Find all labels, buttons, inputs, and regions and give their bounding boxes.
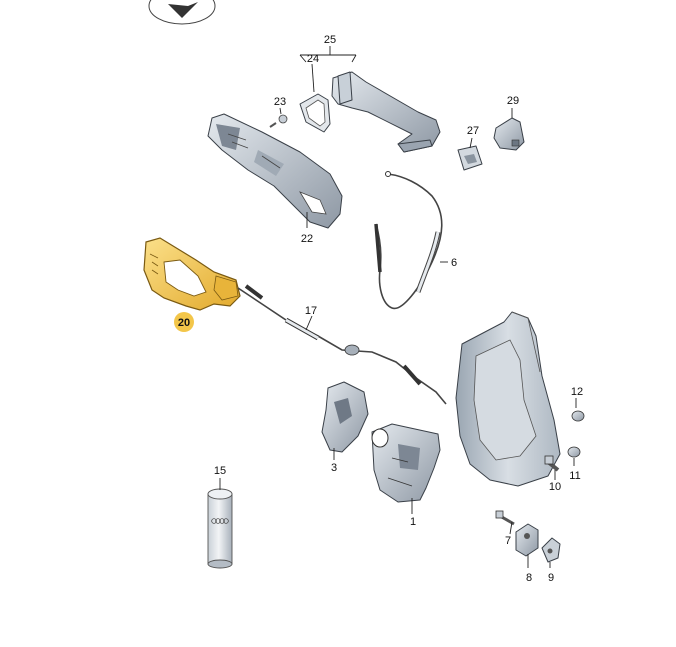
highlight-marker bbox=[174, 312, 194, 332]
part-12-plug bbox=[571, 410, 585, 422]
callout-labels: 25 24 23 29 27 22 6 20 17 12 11 10 3 1 1… bbox=[178, 34, 583, 584]
callout-1: 1 bbox=[410, 516, 416, 528]
part-11-plug bbox=[567, 446, 581, 458]
callout-24: 24 bbox=[307, 53, 319, 65]
callout-29: 29 bbox=[507, 95, 519, 107]
part-24-gasket bbox=[299, 93, 331, 133]
callout-17: 17 bbox=[305, 305, 317, 317]
callout-6: 6 bbox=[451, 257, 457, 269]
callout-25: 25 bbox=[324, 34, 336, 46]
part-15-lock-cylinder bbox=[207, 488, 233, 569]
callout-7: 7 bbox=[505, 535, 511, 547]
part-3-bracket bbox=[321, 381, 369, 453]
door-panel bbox=[455, 311, 561, 487]
part-6-cable bbox=[374, 171, 443, 310]
callout-23: 23 bbox=[274, 96, 286, 108]
part-17-cable bbox=[237, 284, 447, 405]
callout-15: 15 bbox=[214, 465, 226, 477]
callout-9: 9 bbox=[548, 572, 554, 584]
callout-10: 10 bbox=[549, 481, 561, 493]
leader-lines bbox=[219, 46, 577, 568]
part-27-seal bbox=[457, 145, 483, 171]
callout-20: 20 bbox=[178, 317, 190, 329]
callout-22: 22 bbox=[301, 233, 313, 245]
callout-3: 3 bbox=[331, 462, 337, 474]
part-25-outer-handle bbox=[331, 71, 441, 153]
part-8-plate bbox=[515, 523, 539, 557]
callout-12: 12 bbox=[571, 386, 583, 398]
part-20-inner-handle bbox=[143, 237, 241, 311]
part-23-screw bbox=[269, 114, 288, 128]
callout-8: 8 bbox=[526, 572, 532, 584]
logo-icon bbox=[148, 0, 216, 25]
part-1-door-lock bbox=[371, 423, 441, 503]
part-10-bolt bbox=[544, 455, 560, 472]
part-9-washer bbox=[541, 537, 561, 563]
part-29-cap bbox=[493, 117, 525, 151]
callout-27: 27 bbox=[467, 125, 479, 137]
part-7-bolt bbox=[495, 510, 515, 526]
callout-11: 11 bbox=[569, 470, 580, 482]
part-22-carrier bbox=[207, 113, 343, 229]
